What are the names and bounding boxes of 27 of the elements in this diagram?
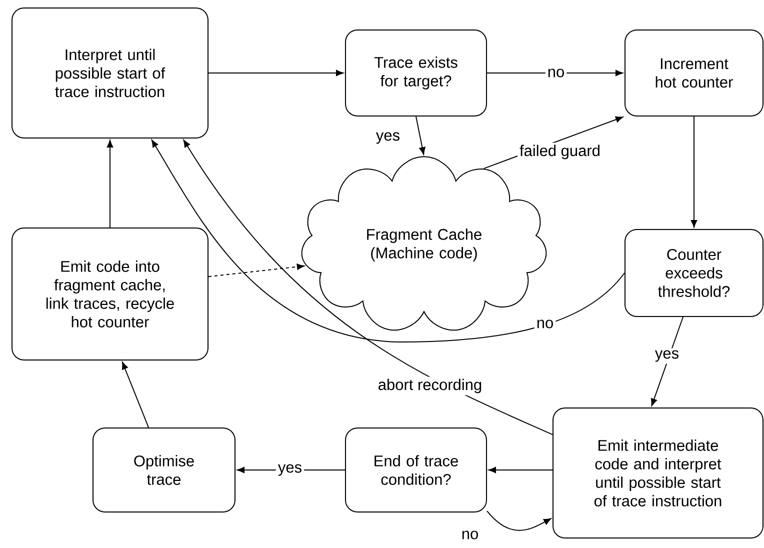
edge-label: yes <box>276 462 304 478</box>
arrow <box>122 362 150 428</box>
process-box: Trace exists for target? <box>345 30 487 116</box>
process-box: End of trace condition? <box>345 428 487 512</box>
edge-label: no <box>534 318 556 330</box>
arrow <box>183 140 553 436</box>
arrow <box>486 70 623 76</box>
arrow <box>208 264 304 278</box>
process-box: Emit code into fragment cache, link traces, recycle hot counter <box>12 228 208 360</box>
arrow <box>416 116 426 155</box>
arrow <box>486 510 552 531</box>
edge-label: yes <box>376 132 400 144</box>
process-box: Interpret until possible start of trace instruction <box>12 8 208 138</box>
arrow <box>488 466 553 474</box>
arrow <box>106 140 114 228</box>
edge-label: failed guard <box>518 142 602 162</box>
arrow <box>151 140 625 342</box>
process-box: Emit intermediate code and interpret until possible start of trace instruction <box>552 408 764 538</box>
process-box: Increment hot counter <box>624 30 764 116</box>
process-box: Optimise trace <box>92 428 236 512</box>
edge-label: yes <box>652 348 682 364</box>
edge-label: no <box>462 530 478 540</box>
edge-label: no <box>545 66 567 80</box>
arrow <box>690 116 698 228</box>
process-box: Counter exceeds threshold? <box>624 229 764 317</box>
arrow <box>208 70 344 76</box>
edge-label: abort recording <box>376 376 484 396</box>
